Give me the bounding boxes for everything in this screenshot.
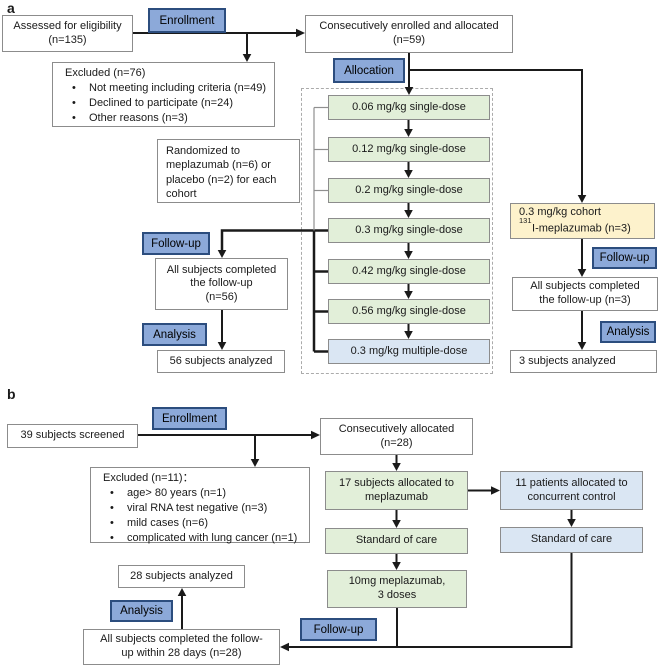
allocation-badge: Allocation [333,58,405,83]
bullet-icon: • [110,501,114,514]
panel-b-label: b [7,386,16,402]
isotope-superscript: 131 [519,215,532,225]
dose-box: 10mg meplazumab, 3 doses [327,570,467,608]
excluded-b-item: • age> 80 years (n=1) [94,486,297,501]
soc-box-control: Standard of care [500,527,643,553]
excluded-b-item: • mild cases (n=6) [94,516,297,531]
cohort-box-0.56: 0.56 mg/kg single-dose [328,299,490,324]
panel-a-label: a [7,0,15,16]
excluded-b-title: Excluded (n=11)： [103,472,194,484]
bullet-icon: • [110,531,114,544]
cohort-box-0.42: 0.42 mg/kg single-dose [328,259,490,284]
bullet-icon: • [72,111,76,124]
followup-badge-b: Follow-up [300,618,377,641]
analysis-badge-a-right: Analysis [600,321,656,343]
excluded-box-a: Excluded (n=76) • Not meeting including … [52,62,275,127]
control-arm-box: 11 patients allocated to concurrent cont… [500,471,643,510]
bullet-icon: • [72,96,76,109]
cohort-box-0.3: 0.3 mg/kg single-dose [328,218,490,243]
cohort-box-0.06: 0.06 mg/kg single-dose [328,95,490,120]
bullet-icon: • [72,81,76,94]
meplazumab-arm-box: 17 subjects allocated to meplazumab [325,471,468,510]
excluded-box-b: Excluded (n=11)： • age> 80 years (n=1) •… [90,467,310,546]
screened-box: 39 subjects screened [7,424,138,448]
consecutively-enrolled-box: Consecutively enrolled and allocated (n=… [305,15,513,53]
soc-box-meplazumab: Standard of care [325,528,468,554]
cohort-box-multiple-dose: 0.3 mg/kg multiple-dose [328,339,490,364]
excluded-a-item: • Not meeting including criteria (n=49) [56,81,266,96]
excluded-b-item: • viral RNA test negative (n=3) [94,501,297,516]
enrollment-badge-a: Enrollment [148,8,226,33]
consecutively-allocated-box: Consecutively allocated (n=28) [320,418,473,455]
followup-box-a-left: All subjects completed the follow-up (n=… [155,258,288,310]
analysis-badge-a-left: Analysis [142,323,207,346]
assessed-eligibility-box: Assessed for eligibility (n=135) [2,15,133,52]
followup-box-a-right: All subjects completed the follow-up (n=… [512,277,658,311]
followup-box-b: All subjects completed the follow- up wi… [83,629,280,665]
analyzed-box-a-left: 56 subjects analyzed [157,350,285,373]
randomized-box: Randomized to meplazumab (n=6) or placeb… [157,139,300,203]
analysis-badge-b: Analysis [110,600,173,622]
excluded-b-item: • complicated with lung cancer (n=1) [94,531,297,546]
followup-badge-a-right: Follow-up [592,247,657,269]
bullet-icon: • [110,486,114,499]
excluded-a-item: • Other reasons (n=3) [56,111,266,126]
excluded-a-title: Excluded (n=76) [65,67,146,79]
cohort-box-0.12: 0.12 mg/kg single-dose [328,137,490,162]
analyzed-box-a-right: 3 subjects analyzed [510,350,657,373]
followup-badge-a-left: Follow-up [142,232,210,255]
bullet-icon: • [110,516,114,529]
analyzed-box-b: 28 subjects analyzed [118,565,245,588]
excluded-a-item: • Declined to participate (n=24) [56,96,266,111]
radiolabel-cohort-box: 0.3 mg/kg cohort 131I-meplazumab (n=3) [510,203,655,239]
cohort-box-0.2: 0.2 mg/kg single-dose [328,178,490,203]
enrollment-badge-b: Enrollment [152,407,227,430]
